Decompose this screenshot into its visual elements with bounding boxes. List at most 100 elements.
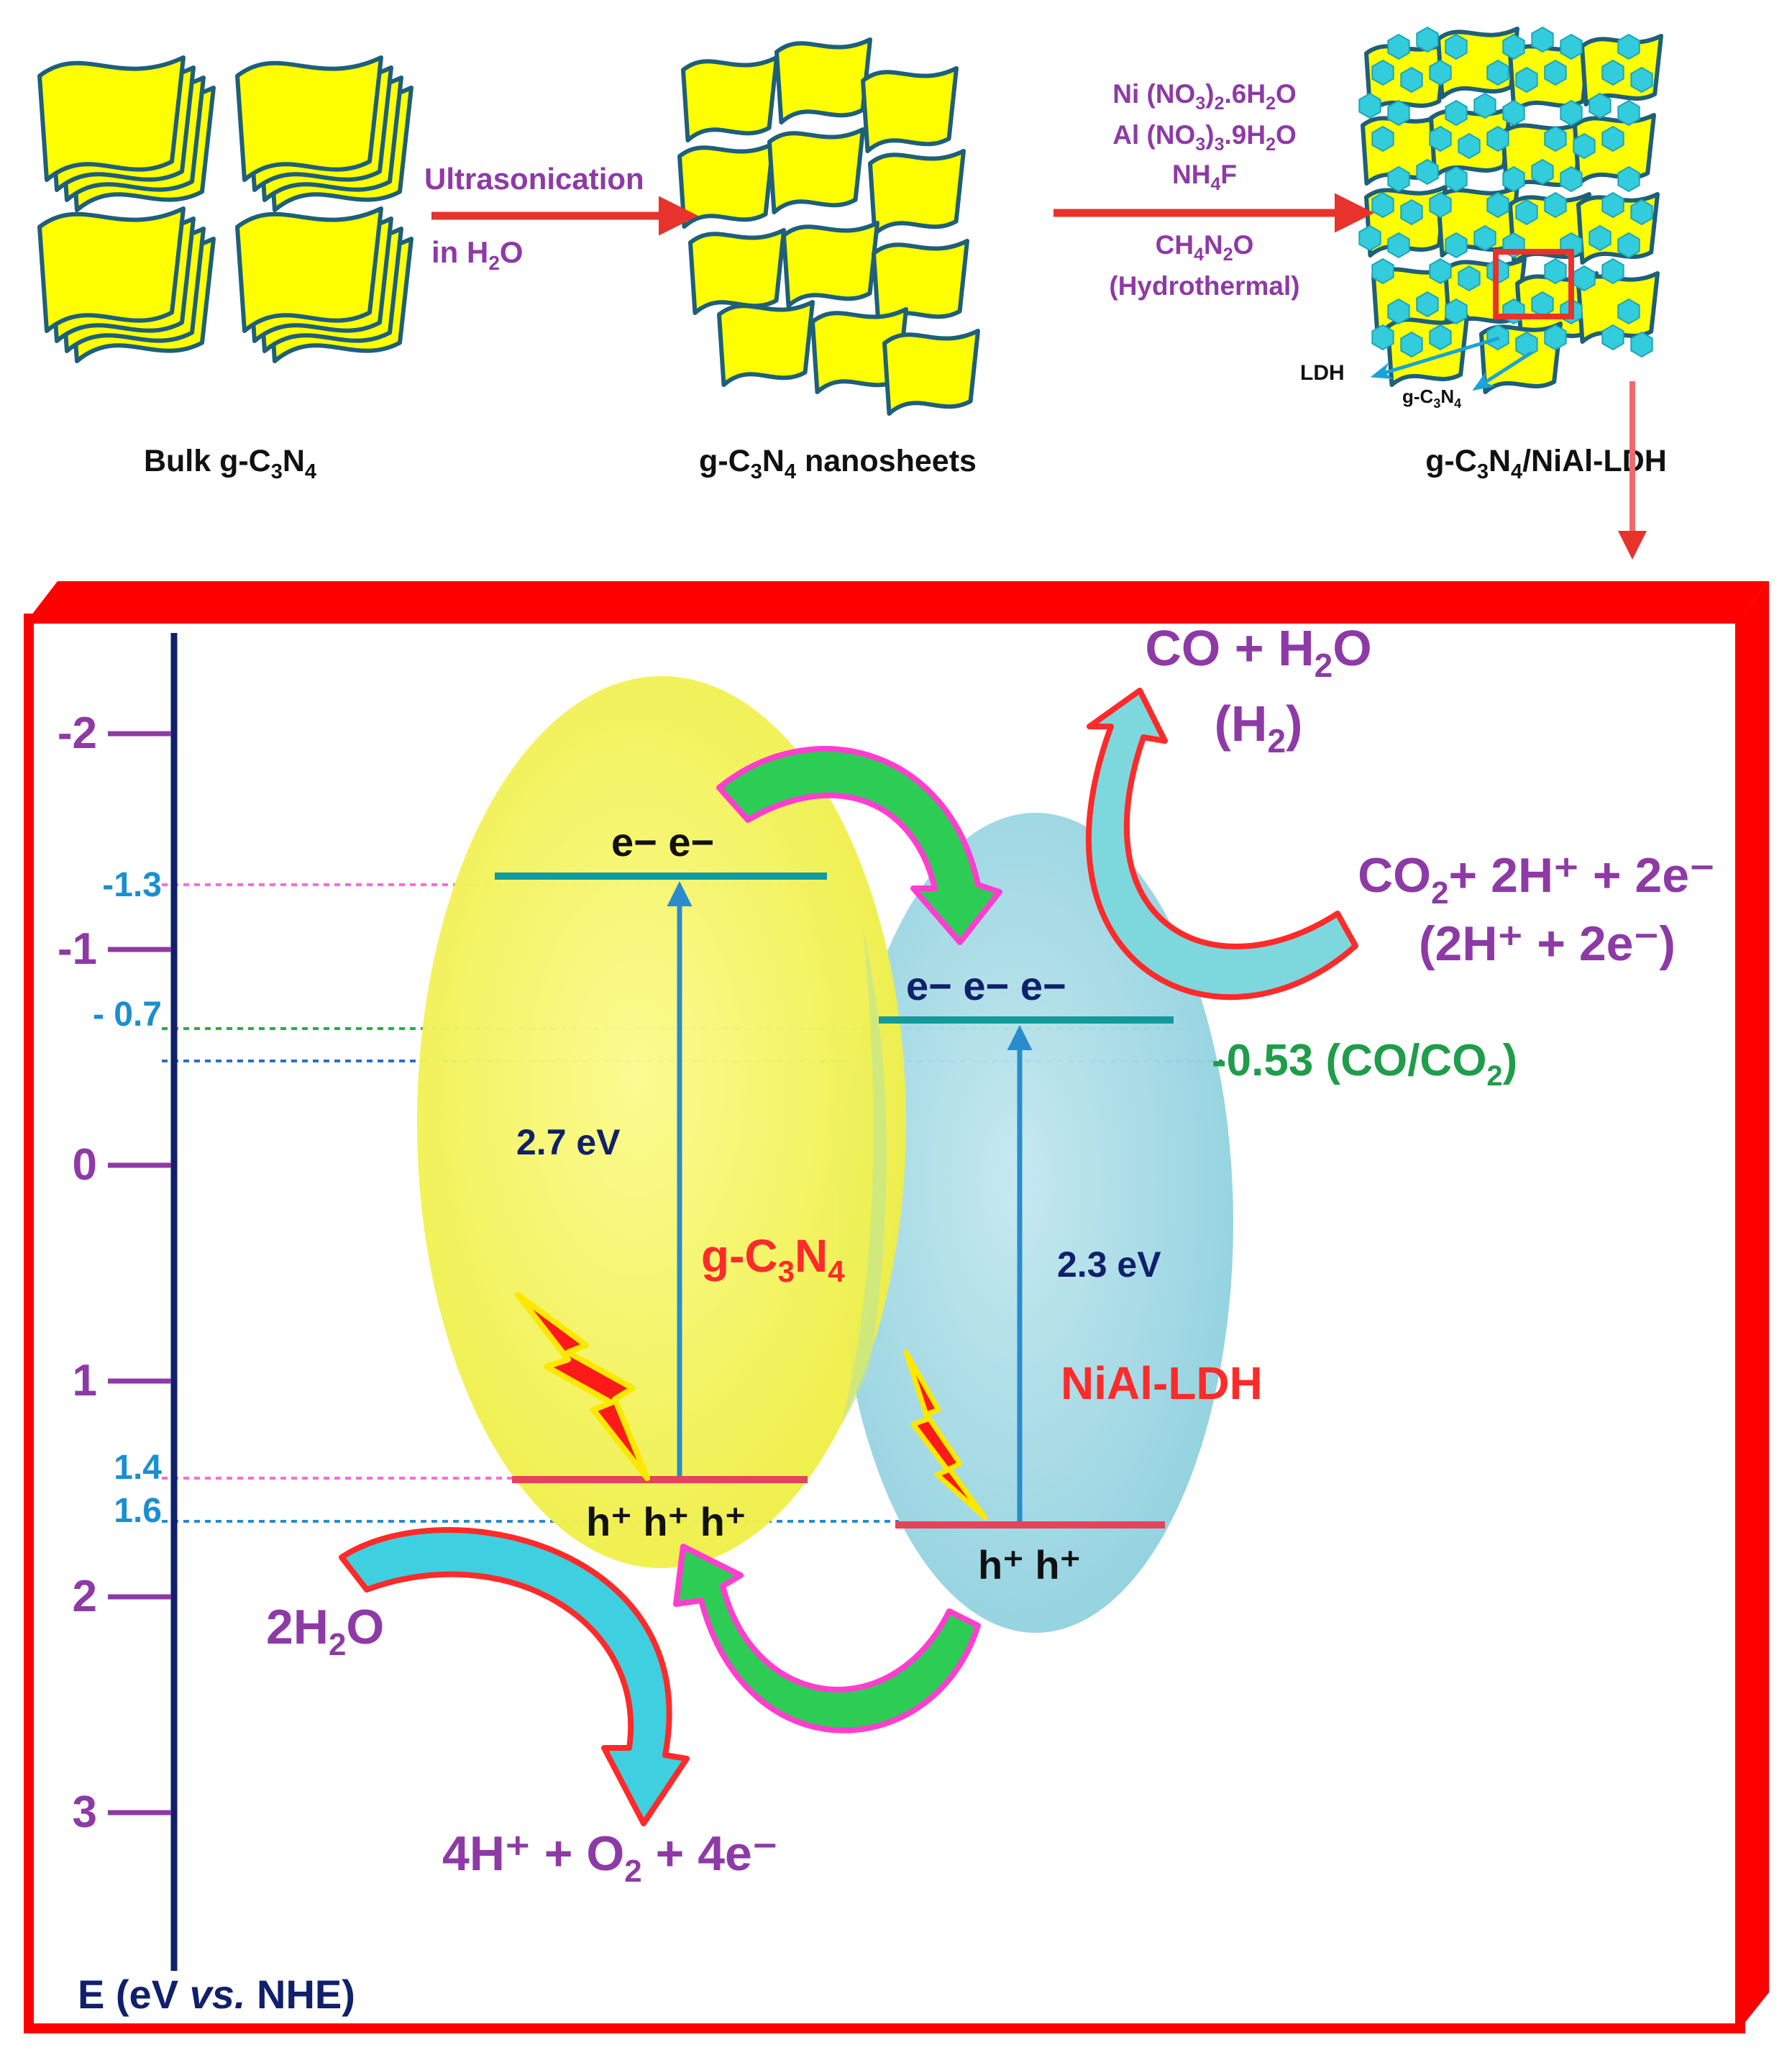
ldh-platelet	[1429, 59, 1452, 86]
ldh-platelet	[1400, 66, 1423, 94]
ldh-platelet	[1486, 125, 1509, 152]
ldh-pointer-arrow	[1370, 336, 1500, 380]
bulk-sheet	[235, 55, 383, 182]
ldh-platelet	[1387, 298, 1410, 325]
ldh-platelet	[1560, 33, 1583, 60]
reactant-protons: (2H⁺ + 2e⁻)	[1419, 916, 1676, 971]
ldh-platelet	[1371, 125, 1394, 152]
ldh-platelet	[1429, 191, 1452, 219]
composite-caption: g-C3N4/NiAl-LDH	[1425, 444, 1667, 483]
ldh-platelet	[1630, 199, 1653, 226]
gcn-holes: h⁺ h⁺ h⁺	[586, 1499, 746, 1544]
electron-transfer-arrow	[716, 746, 1002, 945]
ldh-platelet	[1617, 165, 1640, 193]
nanosheet	[767, 127, 865, 214]
ldh-platelet	[1473, 92, 1496, 119]
ldh-platelet	[1544, 125, 1567, 152]
ldh-bandgap: 2.3 eV	[1057, 1244, 1161, 1285]
nanosheets-caption: g-C3N4 nanosheets	[699, 444, 977, 483]
reactant-water: 2H2O	[266, 1600, 384, 1662]
ldh-platelet	[1601, 258, 1624, 285]
ldh-platelet	[1473, 224, 1496, 252]
ldh-electrons: e− e− e−	[906, 963, 1066, 1008]
axis-tick-label: -2	[58, 709, 97, 758]
ldh-platelet	[1573, 265, 1596, 292]
ldh-platelet	[1486, 59, 1509, 86]
hole-transfer-arrow	[673, 1544, 981, 1734]
level-label: 1.4	[114, 1449, 162, 1487]
axis-label: E (eV vs. NHE)	[78, 1972, 355, 2017]
reagent-hydrothermal: (Hydrothermal)	[1109, 271, 1299, 301]
ldh-platelet	[1617, 232, 1640, 259]
ldh-platelet	[1387, 33, 1410, 60]
gcn-label: g-C3N4	[701, 1230, 845, 1288]
ldh-platelet	[1502, 298, 1525, 325]
nanosheet	[688, 228, 786, 315]
step1-label-top: Ultrasonication	[424, 162, 644, 196]
ldh-platelet	[1560, 99, 1583, 127]
ldh-holes: h⁺ h⁺	[978, 1542, 1081, 1587]
step1-label-bottom: in H2O	[431, 235, 524, 274]
ldh-platelet	[1486, 191, 1509, 219]
ldh-platelet	[1515, 199, 1538, 226]
ldh-platelet	[1560, 165, 1583, 193]
nanosheet	[677, 142, 775, 229]
axis-tick-label: 1	[73, 1356, 97, 1406]
ldh-platelet	[1387, 99, 1410, 127]
ldh-platelet	[1445, 232, 1468, 259]
nanosheet	[681, 55, 779, 142]
ldh-platelet	[1601, 324, 1624, 351]
ldh-platelet	[1371, 324, 1394, 351]
nanosheet	[774, 37, 872, 124]
ldh-platelet	[1601, 125, 1624, 152]
ldh-platelet	[1429, 324, 1452, 351]
gcn-light-icon	[515, 1292, 650, 1481]
ldh-platelet	[1445, 165, 1468, 193]
gcn-bandgap: 2.7 eV	[516, 1122, 621, 1162]
nanosheet	[882, 329, 980, 416]
ldh-platelet	[1458, 132, 1481, 160]
ldh-platelet	[1601, 59, 1624, 86]
axis-tick-label: 2	[73, 1572, 97, 1621]
ldh-platelet	[1416, 291, 1439, 318]
ldh-platelet	[1588, 224, 1612, 252]
gcn-ellipse	[417, 676, 906, 1568]
product-h2: (H2)	[1215, 696, 1303, 760]
reagent-ni-nitrate: Ni (NO3)2.6H2O	[1112, 79, 1297, 114]
ldh-platelet	[1416, 26, 1439, 53]
nanosheet	[861, 66, 959, 153]
ldh-platelet	[1429, 258, 1452, 285]
ldh-platelet	[1531, 26, 1554, 53]
ldh-platelet	[1617, 298, 1640, 325]
ldh-platelet	[1387, 165, 1410, 193]
gcn-nanosheets-cluster	[677, 37, 980, 416]
bulk-caption: Bulk g-C3N4	[144, 444, 316, 483]
ldh-platelet	[1617, 33, 1640, 60]
ldh-platelet	[1544, 59, 1567, 86]
gcn-electrons: e− e−	[611, 819, 714, 865]
reagent-list: Ni (NO3)2.6H2O Al (NO3)3.9H2O NH4F CH4N2…	[1109, 79, 1299, 301]
bulk-sheet	[37, 206, 186, 333]
ldh-platelet	[1531, 158, 1554, 186]
nanosheet	[872, 239, 969, 326]
ldh-platelet	[1371, 258, 1394, 285]
ldh-platelet	[1371, 59, 1394, 86]
zoom-box	[1493, 249, 1574, 319]
ldh-platelet	[1458, 265, 1481, 292]
gcn-pointer-arrow	[1472, 350, 1533, 391]
ldh-platelet	[1445, 33, 1468, 60]
ldh-platelet	[1502, 33, 1525, 60]
ldh-light-icon	[903, 1349, 988, 1521]
ldh-platelet	[1358, 92, 1381, 119]
ldh-platelet	[1544, 191, 1567, 219]
ldh-platelet	[1617, 99, 1640, 127]
ldh-platelet	[1400, 331, 1423, 358]
ldh-platelet	[1416, 158, 1439, 186]
product-co-h2o: CO + H2O	[1145, 620, 1371, 684]
bulk-gcn-stack	[37, 55, 413, 363]
level-label: -1.3	[102, 866, 162, 904]
ldh-platelet	[1630, 66, 1653, 94]
ldh-platelet	[1387, 232, 1410, 259]
